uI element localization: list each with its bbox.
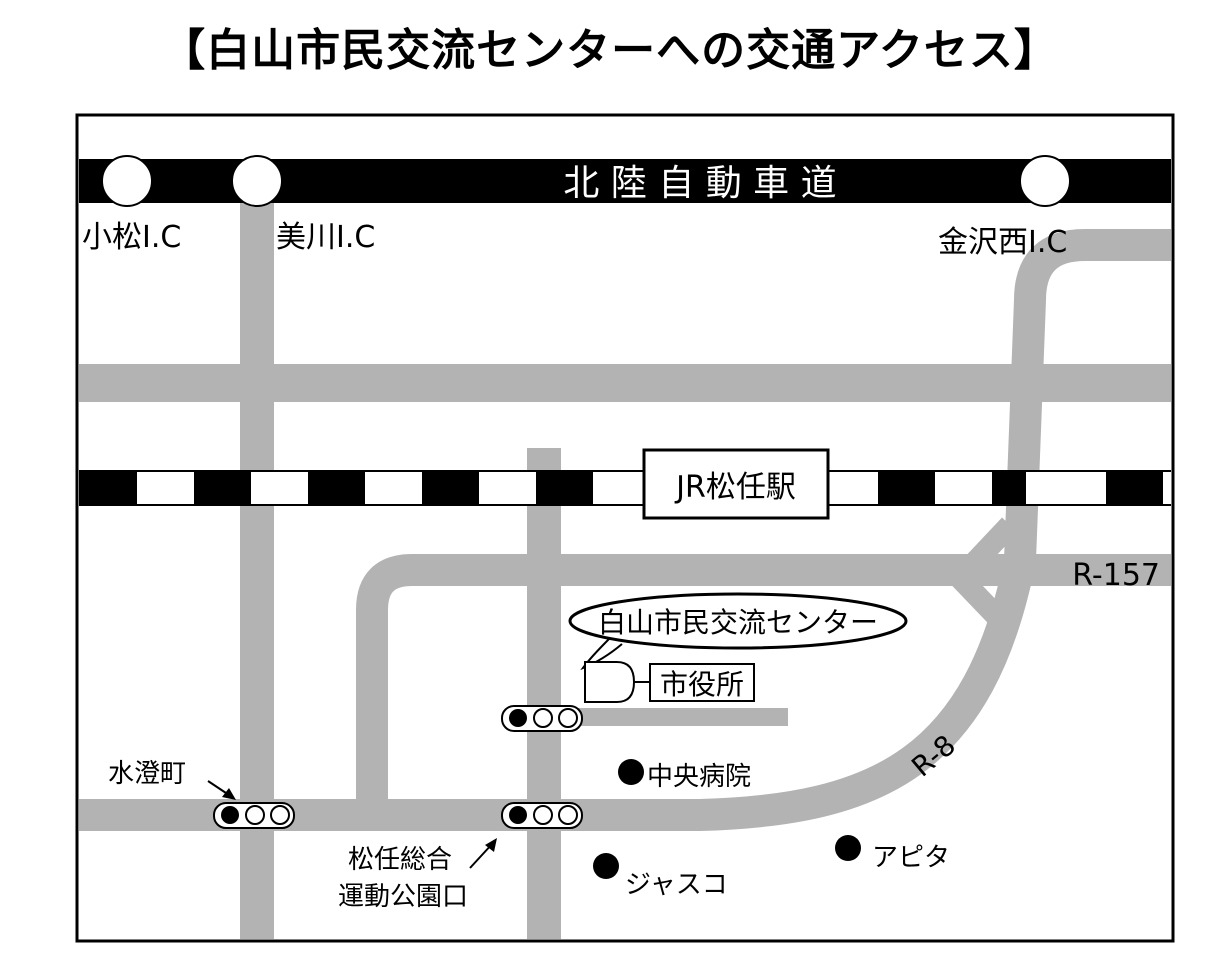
landmark-apita-label: アピタ (872, 843, 950, 873)
page-title: 【白山市民交流センターへの交通アクセス】 (161, 25, 1059, 76)
traffic-light-icon (501, 705, 583, 732)
landmark-dot-icon (835, 835, 861, 861)
landmark-jusco-label: ジャスコ (625, 870, 728, 900)
ic-kanazawa-nishi-label: 金沢西I.C (938, 225, 1067, 260)
intersection-mizusumi-label: 水澄町 (108, 759, 186, 789)
road-connector-1 (952, 570, 1013, 633)
destination-callout (568, 592, 908, 650)
landmark-dot-icon (618, 759, 644, 785)
expressway-label: 北 陸 自 動 車 道 (563, 163, 836, 204)
road-r157 (356, 554, 1171, 815)
ic-mikawa-label: 美川I.C (276, 220, 375, 255)
landmark-hospital-label: 中央病院 (647, 762, 751, 792)
ic-mikawa-marker (231, 155, 283, 207)
intersection-matto-label-2: 運動公園口 (338, 882, 468, 912)
intersection-matto-label-1: 松任総合 (348, 845, 452, 875)
landmark-dot-icon (593, 853, 619, 879)
railway (79, 470, 1171, 506)
center-building-icon (584, 661, 636, 703)
arrow-icon (207, 780, 236, 800)
route-r157-label: R-157 (1072, 558, 1160, 593)
roads (79, 160, 1171, 939)
road-connector-2 (951, 517, 1019, 586)
city-hall-box (649, 663, 755, 702)
arrow-icon (469, 838, 497, 869)
road-r8 (79, 229, 1171, 831)
callout-tail (580, 637, 623, 671)
city-hall-label: 市役所 (660, 668, 744, 701)
ic-kanazawa-nishi-marker (1019, 155, 1071, 207)
ic-komatsu-label: 小松I.C (82, 220, 181, 255)
traffic-light-icon (501, 802, 583, 829)
station-label: JR松任駅 (674, 470, 796, 505)
destination-label: 白山市民交流センター (598, 606, 878, 639)
traffic-light-icon (213, 802, 295, 829)
station-box (642, 448, 830, 520)
ic-komatsu-marker (101, 155, 153, 207)
